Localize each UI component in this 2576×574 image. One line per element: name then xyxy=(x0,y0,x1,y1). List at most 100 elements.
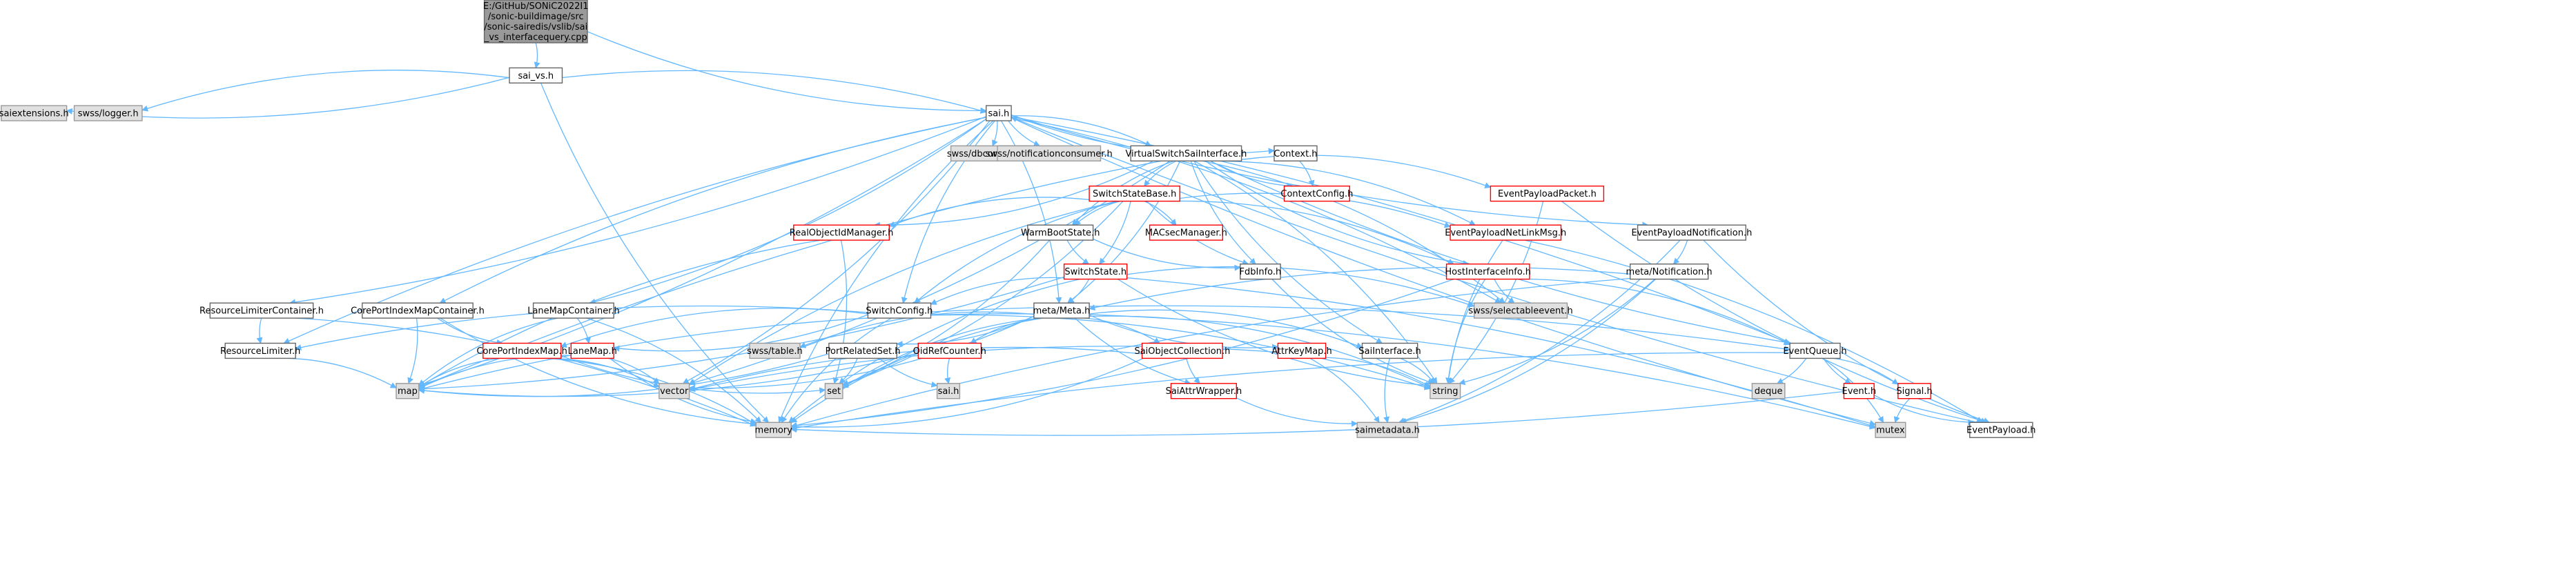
node-sai_h_gray[interactable]: sai.h xyxy=(936,383,961,399)
node-label: SwitchState.h xyxy=(1064,267,1126,277)
node-switchconfig_h[interactable]: SwitchConfig.h xyxy=(866,302,933,319)
node-label: SaiObjectCollection.h xyxy=(1134,346,1230,357)
node-saimetadata_h[interactable]: saimetadata.h xyxy=(1355,422,1420,438)
node-vector[interactable]: vector xyxy=(658,383,690,399)
node-event_h[interactable]: Event.h xyxy=(1842,383,1876,399)
node-attrkeymap_h[interactable]: AttrKeyMap.h xyxy=(1271,342,1332,359)
node-fdbinfo_h[interactable]: FdbInfo.h xyxy=(1240,264,1282,280)
edge-meta_notification_h-to-saimetadata_h xyxy=(1400,279,1657,424)
node-label: SwitchConfig.h xyxy=(866,306,933,317)
node-realobjectidmanager_h[interactable]: RealObjectIdManager.h xyxy=(790,224,894,241)
node-eventpayloadnetlinkmsg_h[interactable]: EventPayloadNetLinkMsg.h xyxy=(1445,224,1566,241)
edge-saiinterface_h-to-string xyxy=(1400,357,1436,384)
node-box xyxy=(1789,342,1841,359)
node-portrelatedset_h[interactable]: PortRelatedSet.h xyxy=(826,342,901,359)
node-box xyxy=(824,383,843,399)
node-box xyxy=(483,0,588,43)
edge-hostinterfaceinfo_h-to-swss_selectableevent_h xyxy=(1494,279,1515,304)
node-set[interactable]: set xyxy=(824,383,843,399)
node-virtualswitchsaiinterface_h[interactable]: VirtualSwitchSaiInterface.h xyxy=(1125,145,1247,161)
edge-sai_h-to-resourcelimitercontainer_h xyxy=(289,116,986,306)
node-label: EventPayloadPacket.h xyxy=(1498,189,1597,199)
node-eventpayloadpacket_h[interactable]: EventPayloadPacket.h xyxy=(1490,186,1605,202)
node-label: swss/logger.h xyxy=(78,109,139,119)
node-resourcelimiter_h[interactable]: ResourceLimiter.h xyxy=(220,342,300,359)
node-contextconfig_h[interactable]: ContextConfig.h xyxy=(1280,186,1353,202)
node-label: ResourceLimiter.h xyxy=(220,346,300,357)
node-box xyxy=(1240,264,1281,280)
edge-eventpayloadnotification_h-to-meta_notification_h xyxy=(1672,239,1688,265)
node-box xyxy=(1490,186,1605,202)
node-label: LaneMapContainer.h xyxy=(527,306,620,317)
node-resourcelimitercontainer_h[interactable]: ResourceLimiterContainer.h xyxy=(199,302,324,319)
node-lanemapcontainer_h[interactable]: LaneMapContainer.h xyxy=(527,302,620,319)
node-label: mutex xyxy=(1876,426,1905,436)
node-eventpayloadnotification_h[interactable]: EventPayloadNotification.h xyxy=(1631,224,1752,241)
node-sai_vs_h[interactable]: sai_vs.h xyxy=(509,67,563,84)
node-box xyxy=(1751,383,1786,399)
edge-portrelatedset_h-to-set xyxy=(839,358,858,384)
edge-sai_vs_h-to-memory xyxy=(540,83,770,423)
node-swss_logger_h[interactable]: swss/logger.h xyxy=(73,105,143,121)
node-box xyxy=(793,224,890,241)
node-memory[interactable]: memory xyxy=(755,422,793,438)
node-label: ContextConfig.h xyxy=(1280,189,1353,199)
node-label: swss/table.h xyxy=(747,346,803,357)
node-swss_notificationconsumer_h[interactable]: swss/notificationconsumer.h xyxy=(986,145,1113,161)
edge-eventqueue_h-to-deque xyxy=(1776,357,1807,384)
edge-fdbinfo_h-to-string xyxy=(1271,279,1434,385)
edge-oidrefcounter_h-to-sai_h_gray xyxy=(944,358,951,384)
edge-meta_notification_h-to-string xyxy=(1458,279,1656,386)
node-label: SaiInterface.h xyxy=(1358,346,1421,357)
node-macsecmanager_h[interactable]: MACsecManager.h xyxy=(1145,224,1227,241)
node-box xyxy=(997,145,1102,161)
node-oidrefcounter_h[interactable]: OidRefCounter.h xyxy=(913,342,986,359)
node-saiextensions_h[interactable]: saiextensions.h xyxy=(0,105,69,121)
edge-switchstatebase_h-to-switchstate_h xyxy=(1099,201,1131,265)
node-label: /sonic-buildimage/src xyxy=(488,12,584,22)
node-warmbootstate_h[interactable]: WarmBootState.h xyxy=(1021,224,1100,241)
node-eventpayload_h[interactable]: EventPayload.h xyxy=(1967,422,2036,438)
node-box xyxy=(1969,422,2033,438)
node-signal_h[interactable]: Signal.h xyxy=(1896,383,1933,399)
node-deque[interactable]: deque xyxy=(1751,383,1786,399)
node-swss_selectableevent_h[interactable]: swss/selectableevent.h xyxy=(1469,302,1573,319)
node-coreportindexmap_h[interactable]: CorePortIndexMap.h xyxy=(476,342,567,359)
node-hostinterfaceinfo_h[interactable]: HostInterfaceInfo.h xyxy=(1445,264,1531,280)
node-switchstatebase_h[interactable]: SwitchStateBase.h xyxy=(1089,186,1180,202)
node-saiinterface_h[interactable]: SaiInterface.h xyxy=(1358,342,1421,359)
node-context_h[interactable]: Context.h xyxy=(1274,145,1318,161)
edge-warmbootstate_h-to-switchstate_h xyxy=(1066,239,1090,265)
node-label: HostInterfaceInfo.h xyxy=(1445,267,1531,277)
node-saiattrwrapper_h[interactable]: SaiAttrWrapper.h xyxy=(1166,383,1242,399)
edge-meta_notification_h-to-memory xyxy=(790,277,1630,428)
node-label: EventPayloadNotification.h xyxy=(1631,228,1752,239)
node-string[interactable]: string xyxy=(1430,383,1461,399)
edge-sai_h-to-vector xyxy=(682,120,991,384)
node-sai_h[interactable]: sai.h xyxy=(985,105,1012,121)
edge-switchstate_h-to-meta_meta_h xyxy=(1067,279,1090,304)
node-mutex[interactable]: mutex xyxy=(1875,422,1906,438)
node-box xyxy=(1,105,68,121)
node-switchstate_h[interactable]: SwitchState.h xyxy=(1063,264,1128,280)
edge-event_h-to-memory xyxy=(790,390,1844,436)
edge-root-to-sai_h xyxy=(587,31,987,114)
edge-root-to-sai_vs_h xyxy=(534,42,540,69)
node-meta_meta_h[interactable]: meta/Meta.h xyxy=(1033,302,1091,319)
edge-virtualswitchsaiinterface_h-to-contextconfig_h xyxy=(1210,160,1294,189)
node-box xyxy=(1170,383,1238,399)
node-map[interactable]: map xyxy=(396,383,420,399)
node-eventqueue_h[interactable]: EventQueue.h xyxy=(1783,342,1847,359)
edge-eventqueue_h-to-memory xyxy=(790,352,1790,431)
edge-meta_notification_h-to-meta_meta_h xyxy=(1089,266,1630,311)
node-coreportindexmapcontainer_h[interactable]: CorePortIndexMapContainer.h xyxy=(351,302,485,319)
edge-sai_h-to-eventqueue_h xyxy=(1011,116,1790,344)
node-label: sai.h xyxy=(988,109,1010,119)
node-meta_notification_h[interactable]: meta/Notification.h xyxy=(1626,264,1713,280)
node-saiobjectcollection_h[interactable]: SaiObjectCollection.h xyxy=(1134,342,1230,359)
node-box xyxy=(828,342,898,359)
node-label: memory xyxy=(755,426,793,436)
node-root[interactable]: E:/GitHub/SONiC2022I1/sonic-buildimage/s… xyxy=(483,0,589,43)
node-swss_table_h[interactable]: swss/table.h xyxy=(747,342,803,359)
node-lanemap_h[interactable]: LaneMap.h xyxy=(568,342,617,359)
